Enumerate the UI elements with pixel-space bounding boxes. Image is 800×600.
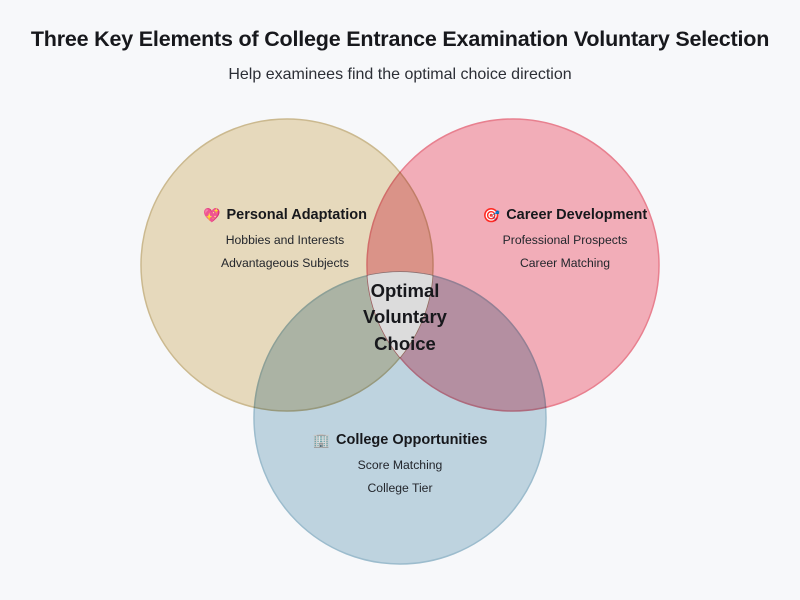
page-title: Three Key Elements of College Entrance E…: [30, 27, 770, 51]
group-item: Hobbies and Interests: [225, 232, 345, 247]
center-label-line: Optimal: [370, 280, 440, 301]
header: Three Key Elements of College Entrance E…: [0, 0, 800, 83]
heart-icon: 💖: [203, 207, 221, 224]
center-label-line: Choice: [374, 332, 436, 354]
group-heading-career-development: 🎯 Career Development: [440, 207, 690, 224]
group-title: Personal Adaptation: [226, 207, 367, 223]
group-item: Career Matching: [519, 255, 611, 270]
building-icon: 🏢: [312, 432, 330, 449]
target-icon: 🎯: [482, 207, 501, 224]
group-item: College Tier: [367, 480, 433, 495]
venn-label-college-opportunities: 🏢 College Opportunities Score Matching C…: [275, 432, 525, 495]
group-title: College Opportunities: [335, 432, 488, 448]
venn-label-career-development: 🎯 Career Development Professional Prospe…: [440, 207, 690, 270]
venn-label-personal-adaptation: 💖 Personal Adaptation Hobbies and Intere…: [160, 207, 410, 270]
group-heading-college-opportunities: 🏢 College Opportunities: [275, 432, 525, 449]
group-heading-personal-adaptation: 💖 Personal Adaptation: [160, 207, 410, 224]
group-title: Career Development: [506, 207, 648, 223]
center-label-line: Voluntary: [363, 306, 447, 328]
page-subtitle: Help examinees find the optimal choice d…: [228, 65, 572, 83]
group-item: Score Matching: [357, 457, 443, 472]
group-item: Professional Prospects: [502, 232, 628, 247]
group-item: Advantageous Subjects: [220, 255, 350, 270]
venn-center-label: Optimal Voluntary Choice: [330, 278, 480, 357]
venn-circles: [140, 118, 660, 565]
